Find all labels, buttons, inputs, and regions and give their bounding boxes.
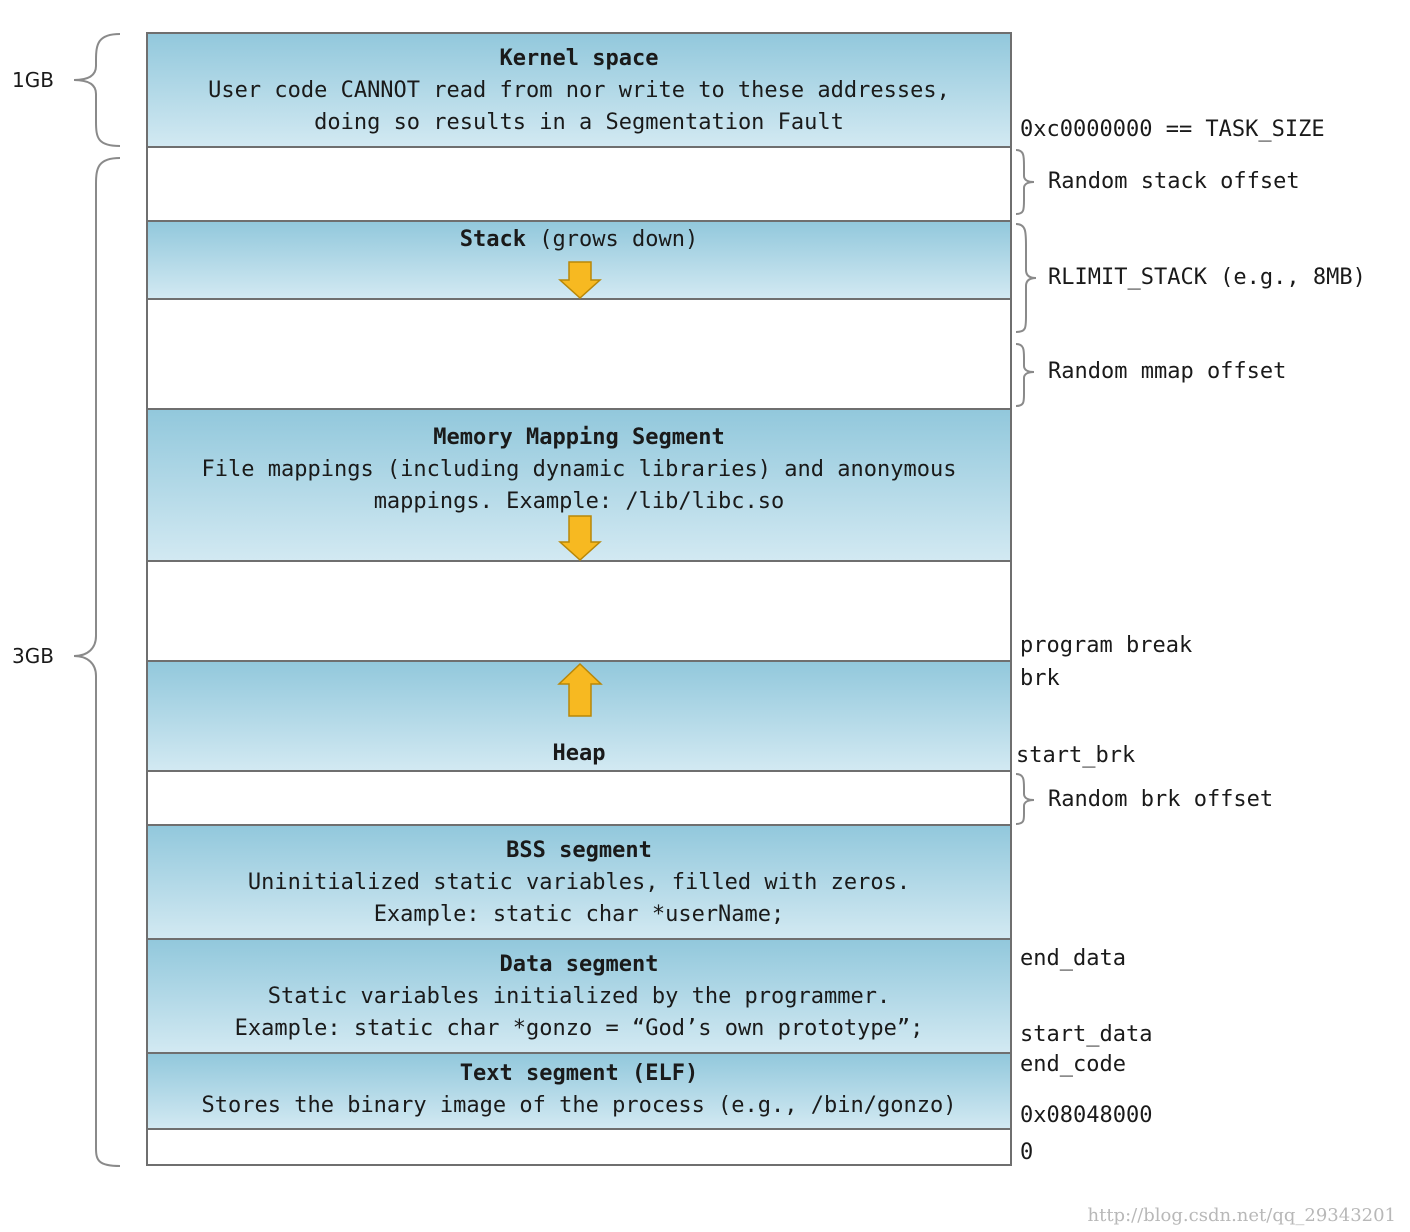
text-start-address: 0x08048000: [1020, 1103, 1153, 1128]
end-data-label: end_data: [1020, 946, 1126, 971]
bottom-gap: [146, 1128, 1012, 1166]
task-size-address: 0xc0000000 == TASK_SIZE: [1020, 117, 1325, 142]
bss-title: BSS segment: [506, 838, 652, 863]
kernel-space-desc-line: doing so results in a Segmentation Fault: [314, 110, 844, 135]
rlimit-stack-label: RLIMIT_STACK (e.g., 8MB): [1048, 265, 1366, 290]
random-brk-gap: [146, 770, 1012, 826]
random-stack-offset-label: Random stack offset: [1048, 169, 1300, 194]
kernel-space-title: Kernel space: [499, 46, 659, 71]
arrow-down-icon: [558, 515, 602, 562]
random-stack-brace: [1015, 149, 1035, 215]
text-desc-line: Stores the binary image of the process (…: [201, 1093, 957, 1118]
stack-title: Stack: [459, 227, 527, 252]
random-mmap-offset-label: Random mmap offset: [1048, 359, 1287, 384]
stack-subtitle: (grows down): [526, 227, 699, 252]
random-mmap-brace: [1015, 343, 1035, 407]
kernel-size-brace: [73, 33, 121, 147]
random-brk-offset-label: Random brk offset: [1048, 787, 1274, 812]
user-size-label: 3GB: [12, 644, 54, 668]
heap-title: Heap: [552, 741, 606, 766]
random-brk-brace: [1015, 773, 1035, 825]
mmap-desc-line: File mappings (including dynamic librari…: [201, 457, 957, 482]
start-brk-label: start_brk: [1016, 743, 1136, 768]
bss-desc-line: Example: static char *userName;: [373, 902, 785, 927]
data-desc-line: Example: static char *gonzo = “God’s own…: [234, 1016, 924, 1041]
watermark: http://blog.csdn.net/qq_29343201: [1087, 1205, 1397, 1226]
kernel-space-segment: Kernel space User code CANNOT read from …: [146, 32, 1012, 148]
program-break-label: program break: [1020, 633, 1193, 658]
mmap-title: Memory Mapping Segment: [433, 425, 725, 450]
mmap-desc-line: mappings. Example: /lib/libc.so: [373, 489, 785, 514]
end-code-label: end_code: [1020, 1052, 1126, 1077]
data-title: Data segment: [499, 952, 659, 977]
user-size-brace: [73, 157, 121, 1167]
text-title: Text segment (ELF): [459, 1061, 699, 1086]
data-segment: Data segment Static variables initialize…: [146, 938, 1012, 1054]
data-desc-line: Static variables initialized by the prog…: [267, 984, 891, 1009]
rlimit-stack-brace: [1015, 223, 1037, 333]
zero-address: 0: [1020, 1140, 1034, 1165]
kernel-space-desc-line: User code CANNOT read from nor write to …: [208, 78, 950, 103]
start-data-label: start_data: [1020, 1022, 1153, 1047]
arrow-up-icon: [557, 662, 603, 717]
bss-desc-line: Uninitialized static variables, filled w…: [247, 870, 911, 895]
bss-segment: BSS segment Uninitialized static variabl…: [146, 824, 1012, 940]
kernel-size-label: 1GB: [12, 68, 54, 92]
brk-label: brk: [1020, 666, 1060, 691]
arrow-down-icon: [558, 261, 602, 300]
